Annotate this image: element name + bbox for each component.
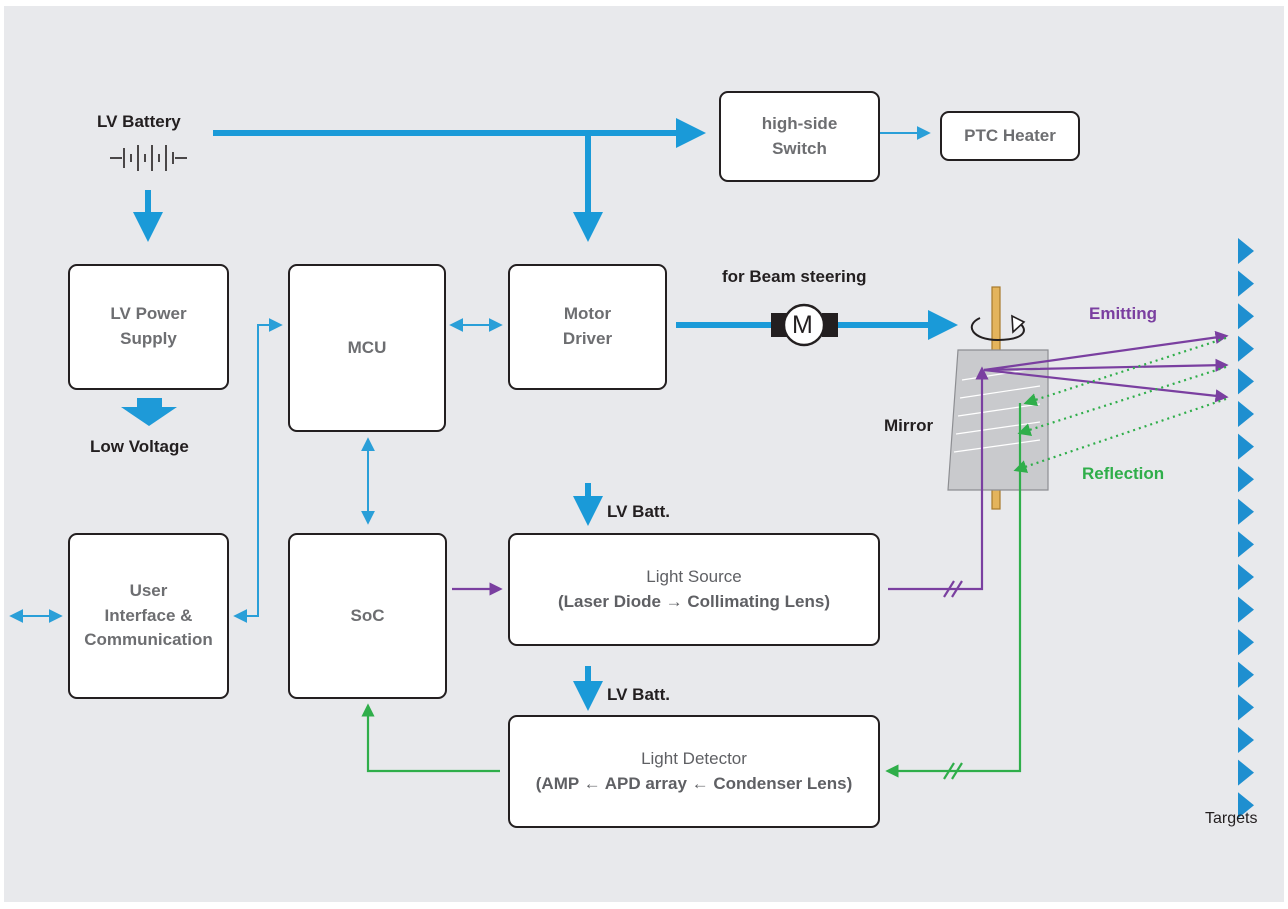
- ptc-heater-block: PTC Heater: [940, 111, 1080, 161]
- target-marker: [1238, 303, 1254, 330]
- user-interface-block: User Interface & Communication: [68, 533, 229, 699]
- emitting-paths: [452, 330, 1229, 598]
- target-marker: [1238, 270, 1254, 297]
- low-voltage-label: Low Voltage: [90, 437, 189, 456]
- light-source-title: Light Source: [646, 566, 742, 586]
- target-marker: [1238, 433, 1254, 460]
- battery-label: LV Battery: [97, 112, 181, 131]
- target-marker: [1238, 368, 1254, 395]
- mirror-label: Mirror: [884, 416, 934, 435]
- target-marker: [1238, 661, 1254, 688]
- target-marker: [1238, 792, 1254, 819]
- reflection-paths: [361, 336, 1227, 780]
- target-marker: [1238, 335, 1254, 362]
- light-detector-subtitle: (AMP ← APD array ← Condenser Lens): [535, 773, 853, 793]
- beam-steering-label: for Beam steering: [722, 267, 867, 286]
- target-marker: [1238, 238, 1254, 264]
- low-voltage-arrow-icon: [121, 398, 177, 426]
- target-marker: [1238, 401, 1254, 427]
- motor-symbol-icon: [771, 303, 838, 347]
- light-source-subtitle: (Laser Diode → Collimating Lens): [557, 591, 831, 611]
- target-marker: [1238, 694, 1254, 721]
- battery-symbol-icon: [110, 145, 187, 171]
- target-marker: [1238, 596, 1254, 623]
- target-marker: [1238, 759, 1254, 786]
- target-marker: [1238, 727, 1254, 753]
- signal-arrows: [9, 318, 503, 623]
- lv-batt-label-1: LV Batt.: [607, 502, 670, 521]
- target-marker: [1238, 531, 1254, 558]
- mcu-block: MCU: [288, 264, 446, 432]
- target-marker: [1238, 629, 1254, 656]
- light-detector-title: Light Detector: [641, 748, 747, 768]
- target-marker: [1238, 564, 1254, 590]
- light-source-block: Light Source (Laser Diode → Collimating …: [508, 533, 880, 646]
- motor-letter: M: [792, 311, 813, 339]
- targets-label: Targets: [1205, 810, 1258, 827]
- battery-bus: [133, 118, 931, 242]
- reflection-label: Reflection: [1082, 464, 1165, 483]
- lv-power-supply-block: LV Power Supply: [68, 264, 229, 390]
- target-marker: [1238, 498, 1254, 525]
- lv-batt-label-2: LV Batt.: [607, 685, 670, 704]
- target-marker: [1238, 466, 1254, 493]
- targets-column: [1238, 238, 1254, 819]
- emitting-label: Emitting: [1089, 304, 1157, 323]
- high-side-switch-block: high-side Switch: [719, 91, 880, 182]
- mirror-icon: [947, 286, 1049, 510]
- light-detector-block: Light Detector (AMP ← APD array ← Conden…: [508, 715, 880, 828]
- soc-block: SoC: [288, 533, 447, 699]
- motor-driver-block: Motor Driver: [508, 264, 667, 390]
